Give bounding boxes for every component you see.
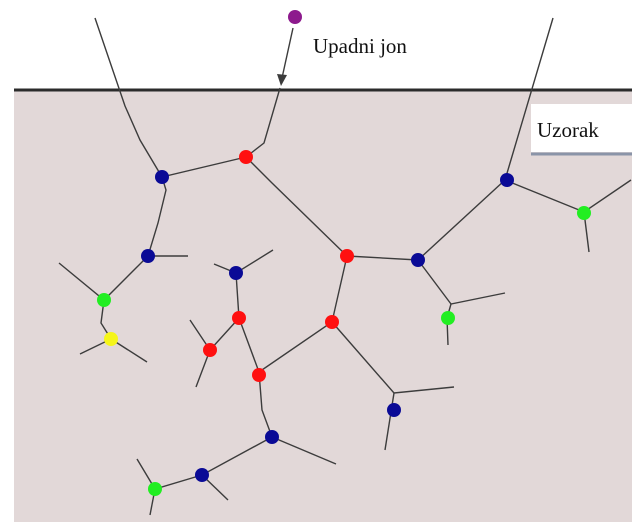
secondary-collision-atom [265,430,279,444]
recoil-track [147,156,247,257]
recoil-track [79,299,113,355]
recoil-track [384,392,395,451]
primary-collision-atom [325,315,339,329]
primary-collision-atom [340,249,354,263]
secondary-collision-atom [387,403,401,417]
recoil-track [245,156,348,257]
sample-label: Uzorak [537,118,599,142]
tertiary-collision-atom [97,293,111,307]
secondary-collision-atom [229,266,243,280]
primary-collision-atom [232,311,246,325]
secondary-collision-atom [500,173,514,187]
incident-ion-path [281,27,294,79]
incident-ion-label: Upadni jon [313,34,407,58]
quaternary-collision-atom [104,332,118,346]
tertiary-collision-atom [148,482,162,496]
tertiary-collision-atom [441,311,455,325]
secondary-collision-atom [155,170,169,184]
collision-atoms [97,10,591,496]
recoil-track [94,17,163,178]
secondary-collision-atom [411,253,425,267]
incident-ion [288,10,302,24]
sample-region [14,90,632,522]
secondary-collision-atom [195,468,209,482]
incident-ion-path-in-sample [245,87,281,158]
secondary-collision-atom [141,249,155,263]
recoil-track [271,436,337,465]
recoil-track [346,17,554,261]
incident-ion-arrowhead [277,74,287,86]
recoil-track [110,338,148,363]
primary-collision-atom [252,368,266,382]
primary-collision-atom [239,150,253,164]
primary-collision-atom [203,343,217,357]
collision-tracks [58,17,632,516]
sample-label-box [531,104,632,152]
tertiary-collision-atom [577,206,591,220]
